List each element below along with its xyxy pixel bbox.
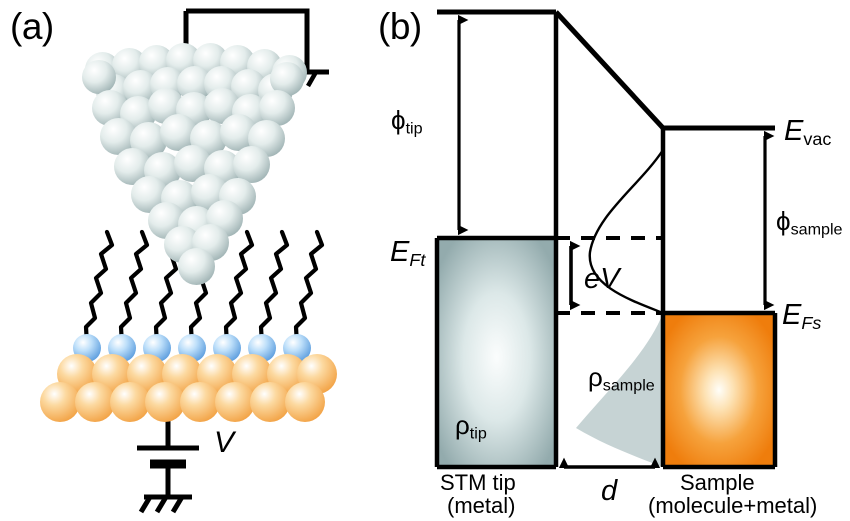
panel-a-tag: (a): [10, 6, 54, 47]
substrate-atom: [180, 382, 220, 422]
e-fs-label: EFs: [782, 299, 822, 334]
rho-tip-symbol: ρ: [455, 410, 470, 440]
substrate-atom: [110, 382, 150, 422]
rho-sample-filled-dos: [576, 313, 663, 467]
e-vac-label: Evac: [784, 115, 832, 150]
bias-circuit: [137, 412, 199, 514]
e-ft-label: EFt: [390, 236, 426, 271]
eV-label: eV: [584, 263, 620, 295]
substrate-atom: [40, 382, 80, 422]
sample-dos-curve: [588, 149, 665, 315]
sample-caption-line1: Sample: [680, 470, 755, 495]
vacuum-level-profile: [437, 9, 775, 131]
e-ft-symbol: E: [390, 236, 410, 268]
bias-voltage-label: V: [214, 426, 235, 459]
phi-tip-label: ϕtip: [391, 107, 423, 137]
substrate-atom: [250, 382, 290, 422]
substrate-atom: [285, 382, 325, 422]
rho-tip-label: ρtip: [455, 412, 487, 442]
rho-sample-label: ρsample: [588, 364, 655, 394]
phi-sample-symbol: ϕ: [776, 206, 791, 236]
rho-sample-subscript: sample: [602, 376, 655, 395]
e-fs-symbol: E: [782, 299, 802, 331]
e-ft-subscript: Ft: [409, 250, 426, 271]
rho-sample-symbol: ρ: [588, 362, 603, 392]
e-vac-subscript: vac: [803, 129, 832, 150]
phi-sample-subscript: sample: [790, 220, 843, 239]
tip-apex-atom: [178, 248, 215, 285]
gap-distance-label: d: [601, 475, 618, 507]
substrate-atom: [75, 382, 115, 422]
sample-block-outline: [660, 128, 778, 470]
sample-caption-line2: (molecule+metal): [648, 493, 818, 518]
tip-atom: [82, 60, 116, 94]
tip-caption-line2: (metal): [447, 493, 516, 518]
e-vac-symbol: E: [784, 115, 804, 147]
substrate-atom: [145, 382, 185, 422]
phi-tip-subscript: tip: [405, 119, 423, 138]
tip-dos-block: [437, 238, 556, 467]
phi-sample-label: ϕsample: [776, 208, 843, 238]
panel-b-tag: (b): [378, 6, 422, 47]
e-fs-subscript: Fs: [801, 313, 822, 334]
tip-caption-line1: STM tip: [440, 470, 516, 495]
tip-atom: [233, 146, 270, 183]
phi-tip-symbol: ϕ: [391, 105, 406, 135]
sample-dos-block: [663, 313, 775, 467]
rho-tip-subscript: tip: [469, 424, 487, 443]
substrate-atom: [215, 382, 255, 422]
